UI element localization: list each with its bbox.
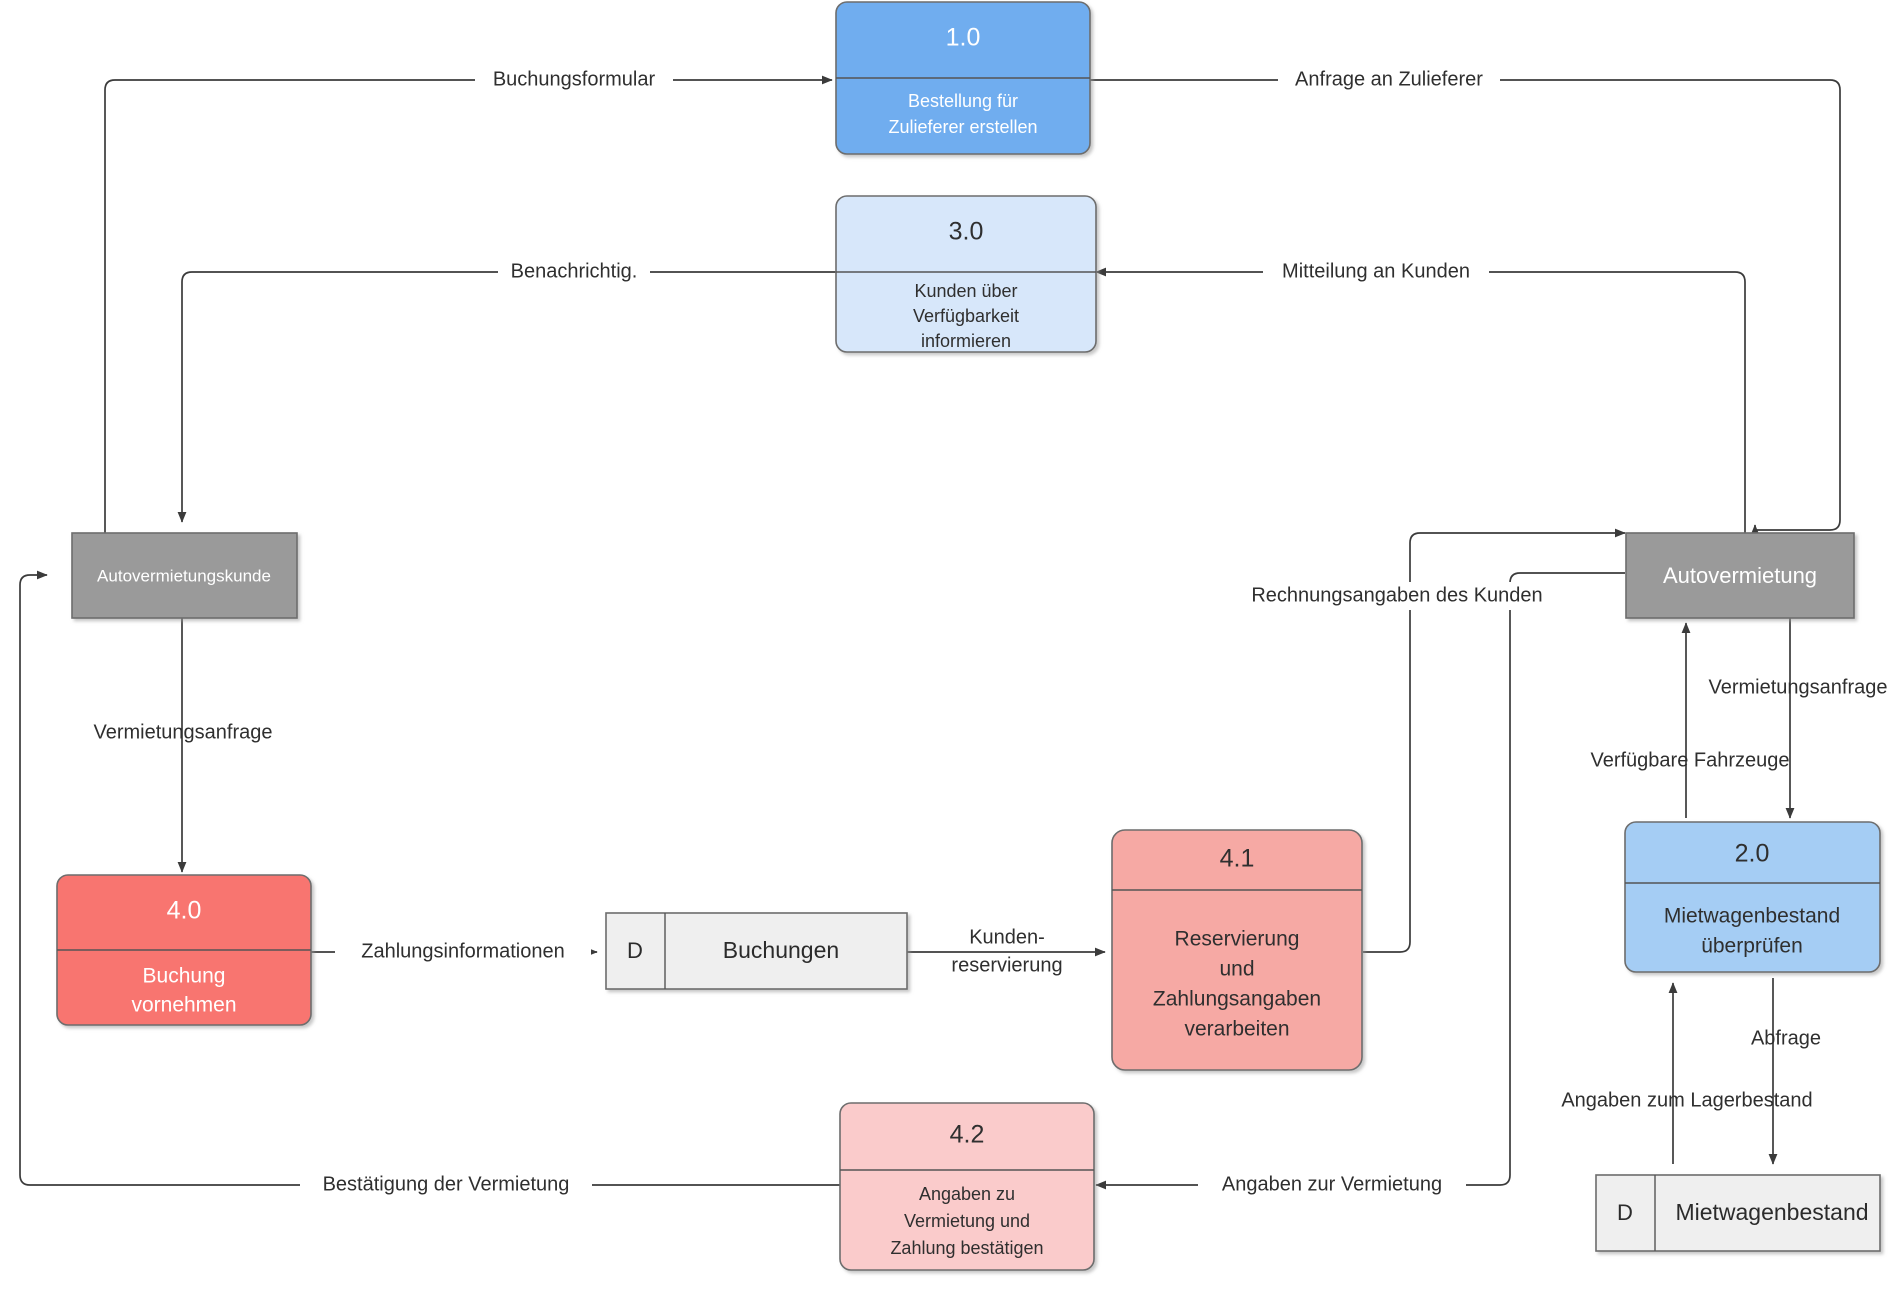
process-4-0-line-2: vornehmen — [131, 994, 236, 1017]
process-3-0-line-2: Verfügbarkeit — [913, 306, 1019, 326]
process-2-0[interactable] — [1624, 821, 1881, 973]
edge-label-kundenreservierung-line-1: Kunden- — [969, 926, 1045, 948]
process-4-0-content: 4.0 Buchung vornehmen — [57, 897, 311, 1017]
label-bg-zahlungsinformationen — [335, 938, 591, 966]
process-2-0-id: 2.0 — [1735, 840, 1770, 868]
edge-label-abfrage: Abfrage — [1751, 1027, 1821, 1049]
process-4-1-line-2: und — [1219, 958, 1254, 981]
process-2-0-line-2: überprüfen — [1701, 935, 1803, 958]
edge-label-mitteilung-an-kunden: Mitteilung an Kunden — [1282, 260, 1470, 282]
flow-line-angaben-zur-vermietung — [1095, 572, 1625, 1190]
edge-label-rechnungsangaben-des-kunden: Rechnungsangaben des Kunden — [1251, 584, 1542, 606]
datastore-buchungen-label: Buchungen — [723, 937, 839, 963]
process-3-0-content: 3.0 Kunden über Verfügbarkeit informiere… — [836, 218, 1096, 351]
process-4-2-line-1: Angaben zu — [919, 1184, 1015, 1204]
process-1-0-content: 1.0 Bestellung für Zulieferer erstellen — [836, 24, 1090, 137]
label-bg-angaben-zur-vermietung — [1198, 1171, 1466, 1199]
label-bg-benachrichtig — [498, 258, 650, 286]
process-4-2[interactable] — [839, 1102, 1095, 1271]
process-1-0-line-1: Bestellung für — [908, 91, 1018, 111]
process-3-0[interactable] — [835, 195, 1097, 353]
datastore-mietwagenbestand[interactable] — [1595, 1174, 1881, 1252]
label-bg-mitteilung-an-kunden — [1263, 258, 1489, 286]
process-3-0-line-3: informieren — [921, 331, 1011, 351]
flow-line-mitteilung-an-kunden — [1095, 267, 1746, 580]
datastore-buchungen[interactable] — [605, 912, 908, 990]
flow-line-bestaetigung-der-vermietung — [19, 570, 840, 1186]
label-bg-anfrage-an-zulieferer — [1278, 66, 1500, 94]
flow-line-anfrage-an-zulieferer — [1090, 79, 1841, 536]
edge-label-anfrage-an-zulieferer: Anfrage an Zulieferer — [1295, 68, 1483, 90]
process-4-2-content: 4.2 Angaben zu Vermietung und Zahlung be… — [840, 1121, 1094, 1258]
process-4-1-line-4: verarbeiten — [1184, 1018, 1289, 1041]
flow-line-rechnungsangaben-des-kunden — [1363, 528, 1626, 953]
edge-label-vermietungsanfrage-av: Vermietungsanfrage — [1708, 676, 1887, 698]
process-4-2-line-3: Zahlung bestätigen — [890, 1238, 1043, 1258]
label-bg-rechnungsangaben — [1232, 582, 1562, 610]
edge-label-verfuegbare-fahrzeuge: Verfügbare Fahrzeuge — [1590, 749, 1789, 771]
label-bg-buchungsformular — [475, 66, 673, 94]
edge-label-kundenreservierung-line-2: reservierung — [951, 954, 1062, 976]
process-2-0-content: 2.0 Mietwagenbestand überprüfen — [1625, 840, 1880, 958]
edge-label-vermietungsanfrage-kunde: Vermietungsanfrage — [93, 721, 272, 743]
process-4-0-line-1: Buchung — [143, 965, 226, 988]
process-4-1-content: 4.1 Reservierung und Zahlungsangaben ver… — [1112, 845, 1362, 1041]
edge-labels-layer: Buchungsformular Anfrage an Zulieferer B… — [93, 66, 1888, 1199]
label-bg-bestaetigung — [300, 1171, 592, 1199]
process-1-0-line-2: Zulieferer erstellen — [888, 117, 1037, 137]
entity-autovermietungskunde-label: Autovermietungskunde — [97, 566, 271, 585]
datastore-buchungen-letter: D — [627, 938, 643, 963]
flow-line-buchungsformular — [104, 75, 833, 580]
datastore-mietwagenbestand-label: Mietwagenbestand — [1675, 1199, 1868, 1225]
entity-autovermietung[interactable] — [1625, 532, 1855, 619]
process-4-1-id: 4.1 — [1220, 845, 1255, 873]
datastore-mietwagenbestand-letter: D — [1617, 1200, 1633, 1225]
process-4-0-id: 4.0 — [167, 897, 202, 925]
process-1-0-id: 1.0 — [946, 24, 981, 52]
edge-label-zahlungsinformationen: Zahlungsinformationen — [361, 940, 564, 962]
process-4-1-line-1: Reservierung — [1175, 928, 1300, 951]
entity-autovermietungskunde[interactable] — [71, 532, 298, 619]
edge-label-angaben-zum-lagerbestand: Angaben zum Lagerbestand — [1561, 1089, 1812, 1111]
edge-label-angaben-zur-vermietung: Angaben zur Vermietung — [1222, 1173, 1442, 1195]
entity-autovermietung-label: Autovermietung — [1663, 563, 1817, 588]
process-4-1-line-3: Zahlungsangaben — [1153, 988, 1321, 1011]
process-3-0-id: 3.0 — [949, 218, 984, 246]
flow-line-benachrichtig — [177, 271, 836, 523]
edge-label-bestaetigung-der-vermietung: Bestätigung der Vermietung — [323, 1173, 570, 1195]
process-4-2-line-2: Vermietung und — [904, 1211, 1030, 1231]
process-4-2-id: 4.2 — [950, 1121, 985, 1149]
process-3-0-line-1: Kunden über — [914, 281, 1017, 301]
edge-label-buchungsformular: Buchungsformular — [493, 68, 656, 90]
edge-label-benachrichtig: Benachrichtig. — [511, 260, 638, 282]
process-2-0-line-1: Mietwagenbestand — [1664, 905, 1840, 928]
